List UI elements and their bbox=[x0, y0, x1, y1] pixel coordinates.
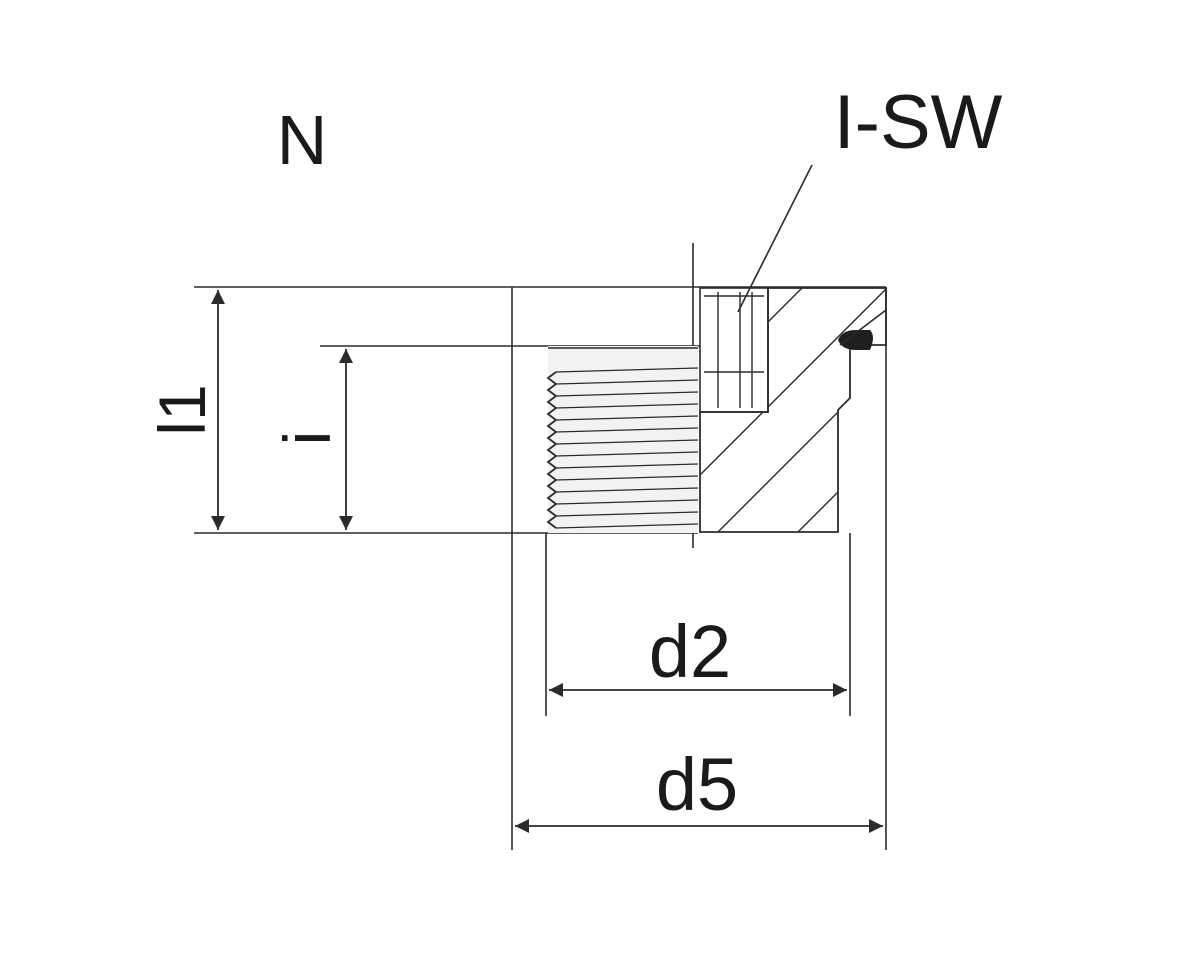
label-hex-socket: I-SW bbox=[834, 80, 1003, 165]
thread-line bbox=[555, 439, 699, 445]
thread-body bbox=[548, 346, 698, 533]
thread-line bbox=[555, 391, 699, 397]
thread-line bbox=[555, 499, 699, 505]
chamfer-line bbox=[839, 309, 887, 346]
thread-line bbox=[555, 403, 699, 409]
thread-line bbox=[555, 379, 699, 385]
hatch-line-5 bbox=[749, 288, 821, 341]
thread-line bbox=[555, 475, 699, 481]
label-diameter-d2: d2 bbox=[649, 610, 731, 693]
sectioned-body bbox=[699, 287, 887, 533]
thread-line bbox=[555, 487, 699, 493]
label-length-l1: l1 bbox=[145, 384, 219, 435]
thread-line bbox=[555, 415, 699, 421]
thread-line bbox=[555, 523, 699, 529]
thread-line bbox=[555, 367, 699, 373]
hatch-line-1 bbox=[700, 288, 886, 486]
labels: N I-SW l1 i d2 d5 bbox=[145, 80, 1003, 826]
hatch-line-2 bbox=[700, 319, 886, 532]
label-length-i: i bbox=[270, 431, 344, 446]
thread-line bbox=[555, 511, 699, 517]
thread-lines bbox=[555, 367, 699, 529]
sealing-ring bbox=[838, 330, 873, 350]
hex-socket bbox=[699, 287, 769, 413]
hex-socket-outline bbox=[699, 287, 769, 413]
label-diameter-d5: d5 bbox=[656, 743, 738, 826]
extension-lines bbox=[194, 243, 887, 850]
thread-line bbox=[555, 463, 699, 469]
section-area bbox=[699, 287, 887, 533]
threaded-shank bbox=[546, 346, 699, 533]
hatch-line-3 bbox=[719, 369, 886, 532]
hatch-lines bbox=[700, 288, 886, 532]
hatch-line-4 bbox=[759, 439, 886, 532]
label-part-type: N bbox=[277, 101, 328, 179]
dimension-lines bbox=[211, 290, 883, 833]
thread-line bbox=[555, 427, 699, 433]
thread-line bbox=[555, 451, 699, 457]
thread-profile bbox=[546, 371, 558, 529]
leader-line-hex-socket bbox=[737, 164, 813, 313]
